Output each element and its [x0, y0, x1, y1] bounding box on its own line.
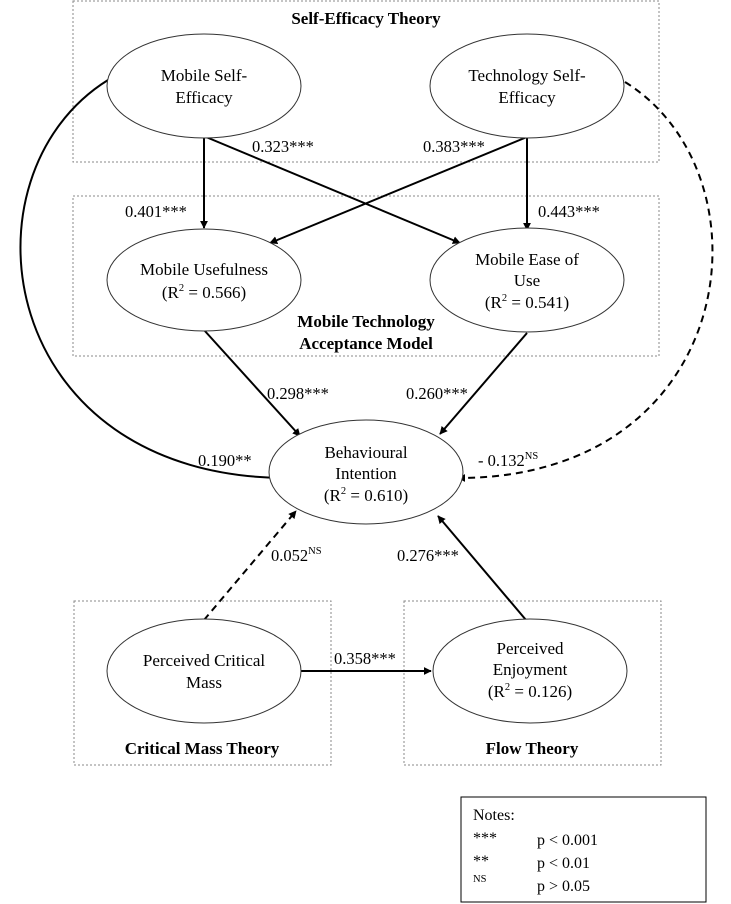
coef-pe-to-bi: 0.276*** [397, 546, 459, 565]
paths [19, 79, 714, 675]
arrow-pcm-to-bi [203, 510, 297, 621]
self-efficacy-theory-box [72, 0, 660, 163]
perceived-critical-mass-label-2: Mass [186, 673, 222, 692]
coef-mse-to-meu: 0.323*** [252, 137, 314, 156]
mobile-usefulness-label: Mobile Usefulness [140, 260, 268, 279]
mobile-ease-of-use-r2: (R2 = 0.541) [485, 293, 569, 312]
mobile-self-efficacy-label-2: Efficacy [175, 88, 233, 107]
technology-self-efficacy-ellipse [429, 33, 625, 139]
coef-tse-to-meu: 0.443*** [538, 202, 600, 221]
self-efficacy-theory-title: Self-Efficacy Theory [291, 9, 441, 28]
mobile-self-efficacy-ellipse [106, 33, 302, 139]
notes-meaning-1: p < 0.001 [537, 832, 598, 849]
coef-mu-to-bi: 0.298*** [267, 384, 329, 403]
node-behavioural-intention: Behavioural Intention (R2 = 0.610) [268, 419, 464, 525]
coef-tse-to-mu: 0.383*** [423, 137, 485, 156]
mobile-tam-title-line2: Acceptance Model [299, 334, 433, 353]
flow-theory-title: Flow Theory [486, 739, 579, 758]
mobile-tam-box [72, 195, 660, 357]
behavioural-intention-label-1: Behavioural [324, 443, 407, 462]
mobile-usefulness-ellipse [106, 228, 302, 332]
perceived-critical-mass-ellipse [106, 618, 302, 724]
coef-pcm-to-bi: 0.052NS [271, 546, 322, 565]
coef-mse-to-mu: 0.401*** [125, 202, 187, 221]
notes-legend: Notes: *** p < 0.001 ** p < 0.01 NS p > … [460, 796, 707, 903]
arrow-meu-to-bi [439, 332, 528, 435]
notes-symbol-1: *** [473, 830, 497, 847]
node-mobile-ease-of-use: Mobile Ease of Use (R2 = 0.541) [429, 227, 625, 333]
technology-self-efficacy-label-2: Efficacy [498, 88, 556, 107]
mobile-usefulness-r2: (R2 = 0.566) [162, 283, 246, 302]
mobile-ease-of-use-ellipse [429, 227, 625, 333]
mobile-ease-of-use-label-1: Mobile Ease of [475, 250, 579, 269]
coef-pcm-to-pe: 0.358*** [334, 649, 396, 668]
notes-symbol-3: NS [473, 874, 487, 885]
perceived-critical-mass-label-1: Perceived Critical [143, 651, 266, 670]
behavioural-intention-ellipse [268, 419, 464, 525]
perceived-enjoyment-label-2: Enjoyment [493, 660, 568, 679]
notes-meaning-2: p < 0.01 [537, 855, 590, 872]
behavioural-intention-r2: (R2 = 0.610) [324, 486, 408, 505]
arrow-mse-to-bi [19, 79, 289, 482]
notes-symbol-2: ** [473, 853, 489, 870]
arrow-mu-to-bi [203, 329, 301, 437]
behavioural-intention-label-2: Intention [335, 464, 397, 483]
perceived-enjoyment-ellipse [432, 618, 628, 724]
arrow-tse-to-bi [457, 81, 714, 482]
coef-mse-to-bi: 0.190** [198, 451, 252, 470]
arrow-pe-to-bi [437, 515, 527, 621]
notes-title: Notes: [473, 807, 515, 824]
coef-tse-to-bi: - 0.132NS [478, 451, 538, 470]
perceived-enjoyment-label-1: Perceived [496, 639, 564, 658]
mobile-tam-title-line1: Mobile Technology [297, 312, 435, 331]
coef-meu-to-bi: 0.260*** [406, 384, 468, 403]
node-mobile-self-efficacy: Mobile Self- Efficacy [106, 33, 302, 139]
node-perceived-enjoyment: Perceived Enjoyment (R2 = 0.126) [432, 618, 628, 724]
notes-box [460, 796, 707, 903]
flow-theory-box [403, 600, 662, 766]
arrow-tse-to-mu [269, 136, 528, 244]
critical-mass-theory-title: Critical Mass Theory [125, 739, 280, 758]
node-perceived-critical-mass: Perceived Critical Mass [106, 618, 302, 724]
technology-self-efficacy-label-1: Technology Self- [468, 66, 586, 85]
mobile-ease-of-use-label-2: Use [514, 271, 540, 290]
arrow-mse-to-meu [205, 136, 461, 244]
critical-mass-theory-box [73, 600, 332, 766]
notes-meaning-3: p > 0.05 [537, 878, 590, 895]
mobile-self-efficacy-label-1: Mobile Self- [161, 66, 248, 85]
perceived-enjoyment-r2: (R2 = 0.126) [488, 682, 572, 701]
node-mobile-usefulness: Mobile Usefulness (R2 = 0.566) [106, 228, 302, 332]
node-technology-self-efficacy: Technology Self- Efficacy [429, 33, 625, 139]
